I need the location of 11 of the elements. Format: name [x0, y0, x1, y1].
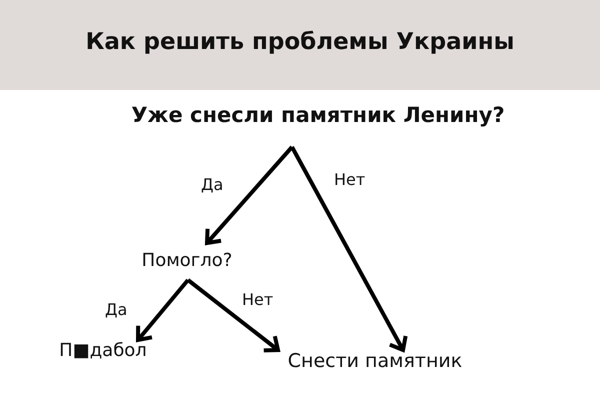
arrow [136, 278, 190, 342]
title: Как решить проблемы Украины [84, 29, 516, 55]
edge-label: Да [104, 300, 128, 319]
node-text: П■дабол [59, 340, 147, 361]
node-text: Уже снесли памятник Ленину? [131, 103, 505, 127]
arrow [186, 278, 280, 352]
node-text: Помогло? [142, 250, 232, 271]
arrow [205, 146, 294, 245]
edge-label: Да [200, 175, 224, 194]
node-text: Снести памятник [288, 350, 462, 372]
arrow [290, 146, 408, 352]
